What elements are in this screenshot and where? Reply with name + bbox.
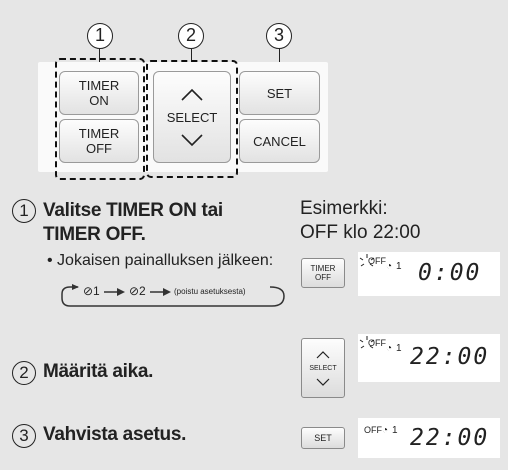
display-3-off-indicator: OFF: [364, 425, 382, 435]
chevron-down-icon: [316, 378, 330, 386]
flow-loop: [61, 284, 285, 307]
callout-3: 3: [266, 23, 292, 49]
display-3-time: 22:00: [410, 425, 490, 451]
step-1-number: 1: [12, 199, 36, 223]
step-1-title: Valitse TIMER ON tai TIMER OFF.: [43, 199, 223, 247]
chevron-down-icon[interactable]: [180, 133, 204, 147]
chevron-up-icon[interactable]: [180, 88, 204, 102]
select-label: SELECT: [166, 109, 218, 125]
timer-on-button[interactable]: TIMER ON: [59, 71, 139, 115]
timer-off-label-line2: OFF: [86, 141, 112, 156]
select-button-highlight: [146, 60, 238, 178]
flow-item-timer2: ⊘2: [129, 284, 146, 298]
set-button[interactable]: SET: [239, 71, 320, 115]
display-1-off-indicator: OFF: [368, 256, 386, 266]
chevron-up-icon: [316, 350, 330, 358]
blink-icon: [359, 254, 375, 267]
select-button[interactable]: SELECT: [153, 71, 231, 163]
example-timer-off-line1: TIMER: [310, 264, 336, 273]
display-1-timer-number: 1: [396, 261, 402, 272]
callout-3-leader: [279, 49, 280, 69]
arrow-right-icon: [150, 288, 171, 296]
timer-off-button[interactable]: TIMER OFF: [59, 119, 139, 163]
example-label: Esimerkki:: [300, 198, 388, 219]
arrow-right-icon: [104, 288, 125, 296]
step-1-note: • Jokaisen painalluksen jälkeen:: [47, 252, 274, 269]
display-2-off-indicator: OFF: [368, 338, 386, 348]
example-select-button: SELECT: [301, 338, 345, 398]
callout-2: 2: [178, 23, 204, 49]
example-timer-off-line2: OFF: [315, 273, 331, 282]
display-1-time: 0:00: [418, 260, 482, 286]
callout-1: 1: [87, 23, 113, 49]
flow-item-timer1: ⊘1: [83, 284, 100, 298]
blink-icon: [359, 336, 375, 349]
step-1-title-line1: Valitse TIMER ON tai: [43, 200, 223, 221]
step-2-number: 2: [12, 361, 36, 385]
example-set-button: SET: [301, 427, 345, 449]
step-3-title: Vahvista asetus.: [43, 424, 187, 445]
flow-item-exit: (poistu asetuksesta): [174, 287, 246, 296]
display-3-timer-number: 1: [392, 425, 398, 436]
example-timer-off-button: TIMER OFF: [301, 258, 345, 288]
display-2-timer-number: 1: [396, 343, 402, 354]
clock-icon: ◔: [386, 261, 393, 272]
callout-1-leader: [99, 49, 100, 63]
example-value: OFF klo 22:00: [300, 222, 421, 243]
timer-on-label-line1: TIMER: [78, 78, 120, 93]
timer-off-label-line1: TIMER: [78, 126, 120, 141]
display-2-time: 22:00: [410, 344, 490, 370]
clock-icon: ◔: [382, 425, 389, 436]
step-2-title: Määritä aika.: [43, 361, 154, 382]
example-display-1: OFF ◔ 1 0:00: [358, 252, 500, 296]
clock-icon: ◔: [386, 343, 393, 354]
step-3-number: 3: [12, 424, 36, 448]
example-display-2: OFF ◔ 1 22:00: [358, 334, 500, 382]
timer-buttons-highlight: [55, 58, 145, 180]
cancel-button[interactable]: CANCEL: [239, 119, 320, 163]
example-display-3: OFF ◔ 1 22:00: [358, 418, 500, 458]
example-select-label: SELECT: [309, 364, 337, 372]
timer-on-label-line2: ON: [89, 93, 109, 108]
callout-2-leader: [191, 49, 192, 65]
step-1-title-line2: TIMER OFF.: [43, 224, 146, 245]
